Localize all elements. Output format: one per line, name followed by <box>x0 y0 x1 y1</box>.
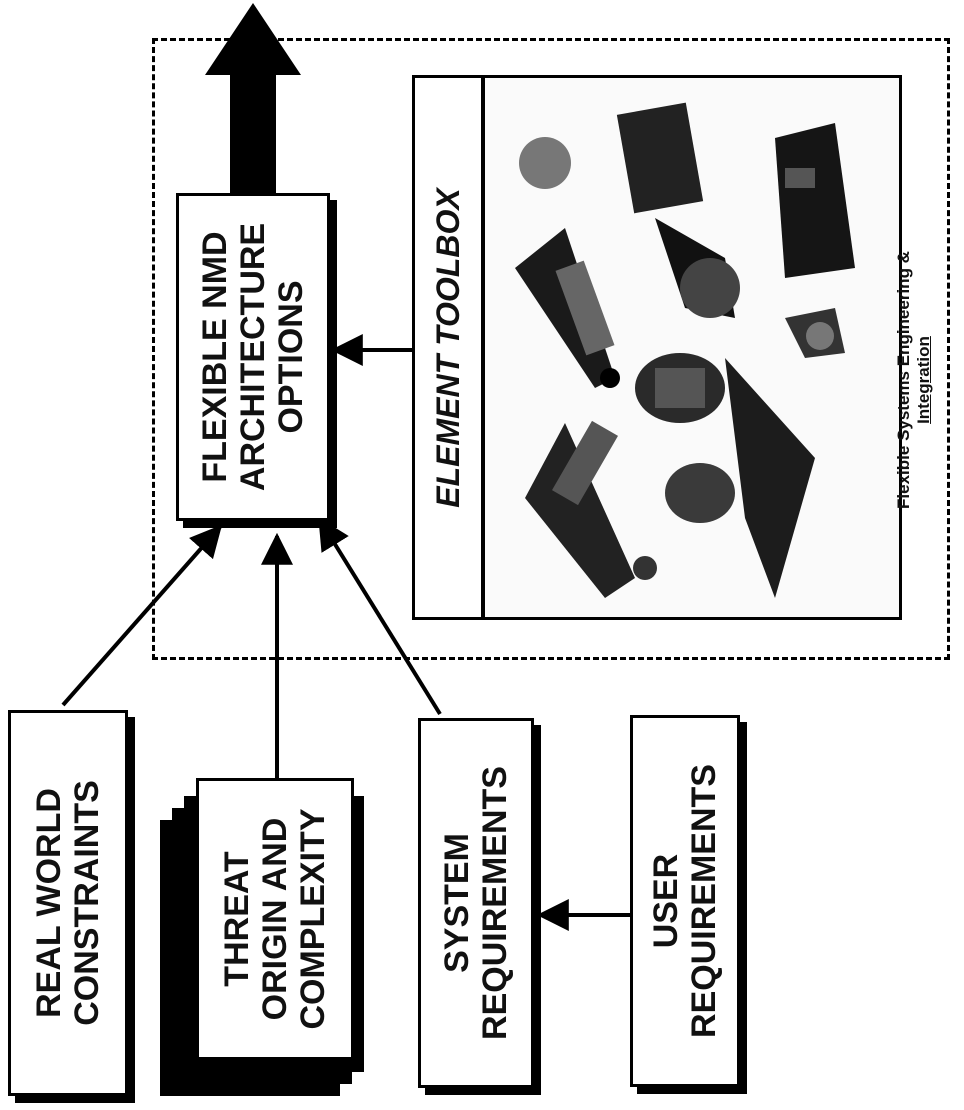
caption-line-1: Flexible Systems Engineering & <box>894 251 913 509</box>
architecture-options-label: FLEXIBLE NMD ARCHITECTURE OPTIONS <box>196 222 310 492</box>
element-toolbox-title-box: ELEMENT TOOLBOX <box>412 75 484 620</box>
element-toolbox-illustration <box>482 75 902 620</box>
real-world-constraints-label: REAL WORLD CONSTRAINTS <box>30 780 106 1026</box>
threat-origin-label: THREAT ORIGIN AND COMPLEXITY <box>218 808 332 1030</box>
real-world-constraints-box: REAL WORLD CONSTRAINTS <box>8 710 128 1096</box>
system-requirements-box: SYSTEM REQUIREMENTS <box>418 718 534 1088</box>
caption-line-2: Integration <box>914 336 933 424</box>
arrow-real-world-to-architecture <box>61 524 223 707</box>
element-toolbox-title: ELEMENT TOOLBOX <box>430 187 466 508</box>
architecture-options-box: FLEXIBLE NMD ARCHITECTURE OPTIONS <box>176 193 330 521</box>
kill-vehicle-icon <box>519 102 740 318</box>
threat-origin-box: THREAT ORIGIN AND COMPLEXITY <box>196 778 354 1060</box>
arrow-system-to-architecture <box>318 517 442 716</box>
missile-icon <box>635 308 845 598</box>
radar-icon <box>775 123 855 278</box>
system-requirements-label: SYSTEM REQUIREMENTS <box>438 766 514 1040</box>
up-arrow-icon <box>205 3 301 200</box>
engineering-integration-region <box>152 38 950 660</box>
interceptor-icon <box>515 228 620 388</box>
user-requirements-label: USER REQUIREMENTS <box>647 764 723 1038</box>
satellite-icon <box>525 420 657 598</box>
user-requirements-box: USER REQUIREMENTS <box>630 715 740 1087</box>
